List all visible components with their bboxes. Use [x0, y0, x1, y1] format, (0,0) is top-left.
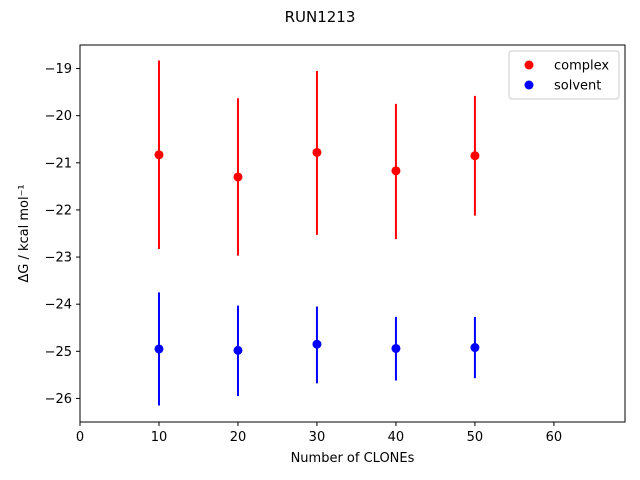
data-point — [154, 344, 164, 354]
data-point — [470, 151, 480, 161]
legend-marker — [524, 80, 534, 90]
y-axis-label: ΔG / kcal mol⁻¹ — [17, 184, 32, 282]
y-tick-label: −22 — [45, 203, 72, 218]
data-point — [391, 166, 401, 176]
legend-label: complex — [554, 59, 609, 74]
x-tick-label: 30 — [309, 430, 326, 445]
y-tick-label: −26 — [45, 392, 72, 407]
x-tick-label: 40 — [388, 430, 405, 445]
data-point — [470, 343, 480, 353]
chart-title: RUN1213 — [285, 8, 356, 26]
y-tick-label: −19 — [45, 62, 72, 77]
legend-label: solvent — [554, 79, 601, 94]
x-axis: 0 10 20 30 40 50 60 — [76, 422, 562, 445]
data-point — [312, 339, 322, 349]
data-point — [154, 150, 164, 160]
y-tick-label: −20 — [45, 109, 72, 124]
y-tick-label: −24 — [45, 298, 72, 313]
y-tick-label: −21 — [45, 156, 72, 171]
data-point — [233, 172, 243, 182]
axes-frame — [79, 44, 626, 423]
series-complex — [154, 60, 480, 256]
series-solvent — [154, 292, 480, 406]
x-tick-label: 20 — [230, 430, 247, 445]
x-tick-label: 0 — [76, 430, 84, 445]
legend-marker — [524, 60, 534, 70]
x-tick-label: 60 — [546, 430, 563, 445]
data-point — [312, 147, 322, 157]
y-tick-label: −23 — [45, 251, 72, 266]
y-tick-label: −25 — [45, 345, 72, 360]
legend: complex solvent — [508, 50, 620, 100]
x-axis-label: Number of CLONEs — [291, 451, 415, 466]
data-point — [233, 345, 243, 355]
data-point — [391, 343, 401, 353]
x-tick-label: 50 — [467, 430, 484, 445]
y-axis: −26 −25 −24 −23 −22 −21 −20 −19 — [45, 62, 80, 407]
legend-box — [508, 50, 620, 100]
series-layer — [154, 60, 480, 406]
x-tick-label: 10 — [151, 430, 168, 445]
